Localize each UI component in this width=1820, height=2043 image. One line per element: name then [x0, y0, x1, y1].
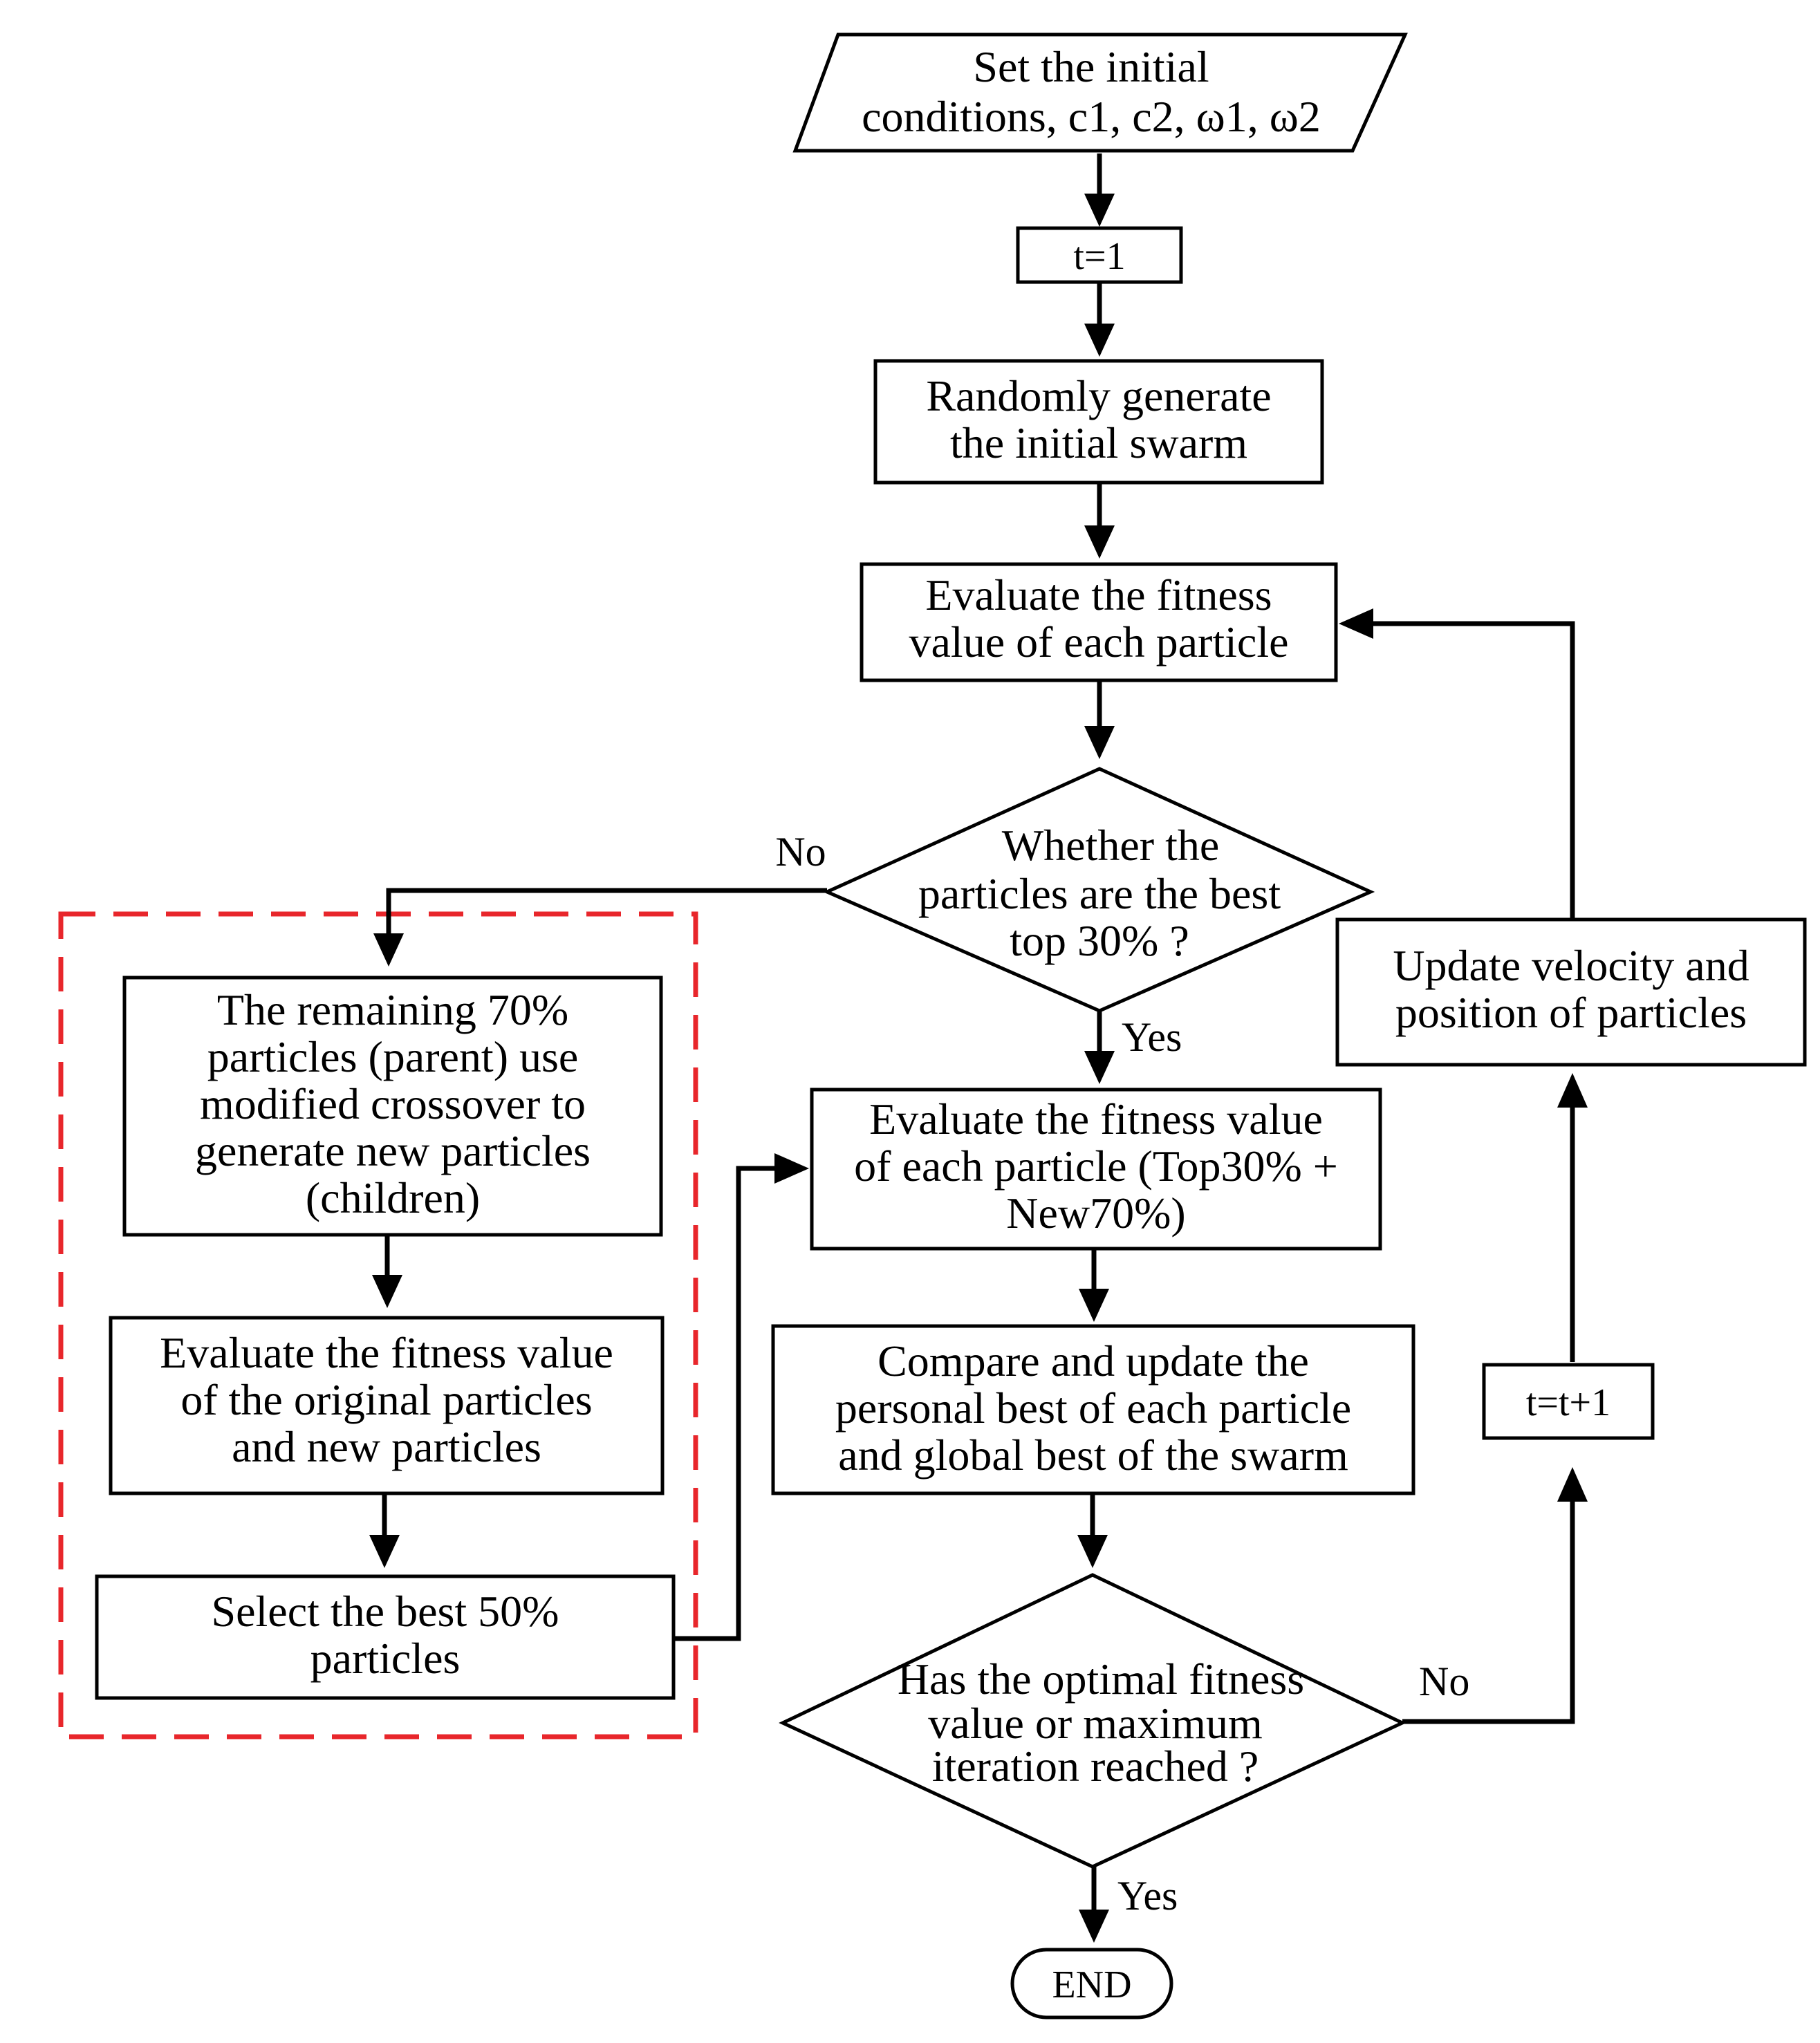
decision1-no-label: No [775, 829, 826, 875]
start-line-2: conditions, c1, c2, ω1, ω2 [862, 92, 1321, 141]
decision1-node: Whether the particles are the best top 3… [822, 767, 1375, 1013]
evaluate1-line-1: Evaluate the fitness [925, 570, 1272, 619]
crossover-line-5: (children) [306, 1173, 480, 1222]
start-line-1: Set the initial [973, 42, 1209, 91]
decision2-line-2: value or maximum [928, 1699, 1262, 1748]
decision1-line-1: Whether the [1002, 821, 1220, 870]
evaluate1-line-2: value of each particle [909, 617, 1289, 666]
compare-line-1: Compare and update the [878, 1336, 1309, 1386]
update-line-2: position of particles [1395, 988, 1747, 1037]
evaluate2-line-3: New70%) [1006, 1188, 1185, 1238]
compare-line-3: and global best of the swarm [838, 1430, 1348, 1480]
crossover-line-3: modified crossover to [200, 1079, 586, 1128]
evaluate-orig-line-1: Evaluate the fitness value [160, 1328, 613, 1377]
evaluate-orig-line-2: of the original particles [180, 1375, 592, 1424]
decision1-line-2: particles are the best [918, 869, 1281, 918]
random-line-1: Randomly generate [926, 371, 1271, 420]
end-node: END [1010, 1948, 1173, 2019]
increment-text: t=t+1 [1526, 1381, 1610, 1424]
update-node: Update velocity and position of particle… [1335, 917, 1807, 1067]
evaluate-orig-node: Evaluate the fitness value of the origin… [109, 1316, 665, 1495]
evaluate2-line-2: of each particle (Top30% + [854, 1141, 1338, 1191]
select-line-1: Select the best 50% [212, 1587, 559, 1636]
decision1-yes-label: Yes [1122, 1014, 1182, 1060]
decision2-line-1: Has the optimal fitness [898, 1654, 1304, 1704]
init-t-text: t=1 [1073, 235, 1125, 278]
crossover-node: The remaining 70% particles (parent) use… [122, 976, 663, 1237]
decision2-no-label: No [1419, 1659, 1469, 1704]
select-node: Select the best 50% particles [95, 1574, 676, 1700]
highlight-region [58, 911, 698, 1739]
compare-line-2: personal best of each particle [835, 1383, 1351, 1433]
evaluate1-node: Evaluate the fitness value of each parti… [860, 562, 1338, 682]
end-text: END [1052, 1963, 1131, 2006]
evaluate-orig-line-3: and new particles [232, 1422, 541, 1471]
select-line-2: particles [310, 1634, 461, 1683]
decision2-line-3: iteration reached ? [932, 1742, 1259, 1791]
evaluate2-line-1: Evaluate the fitness value [869, 1094, 1323, 1144]
random-node: Randomly generate the initial swarm [873, 359, 1324, 485]
connectors [369, 153, 1588, 1943]
init-t-node: t=1 [1016, 226, 1183, 284]
crossover-line-2: particles (parent) use [207, 1032, 579, 1081]
start-node: Set the initial conditions, c1, c2, ω1, … [792, 32, 1408, 153]
decision2-node: Has the optimal fitness value or maximum… [779, 1573, 1406, 1869]
random-line-2: the initial swarm [950, 418, 1247, 467]
evaluate2-node: Evaluate the fitness value of each parti… [810, 1088, 1382, 1251]
decision1-line-3: top 30% ? [1010, 916, 1189, 965]
compare-node: Compare and update the personal best of … [771, 1324, 1415, 1495]
increment-node: t=t+1 [1482, 1363, 1655, 1440]
crossover-line-1: The remaining 70% [217, 985, 568, 1034]
update-line-1: Update velocity and [1393, 941, 1749, 990]
crossover-line-4: generate new particles [195, 1126, 591, 1175]
decision2-yes-label: Yes [1117, 1873, 1178, 1919]
